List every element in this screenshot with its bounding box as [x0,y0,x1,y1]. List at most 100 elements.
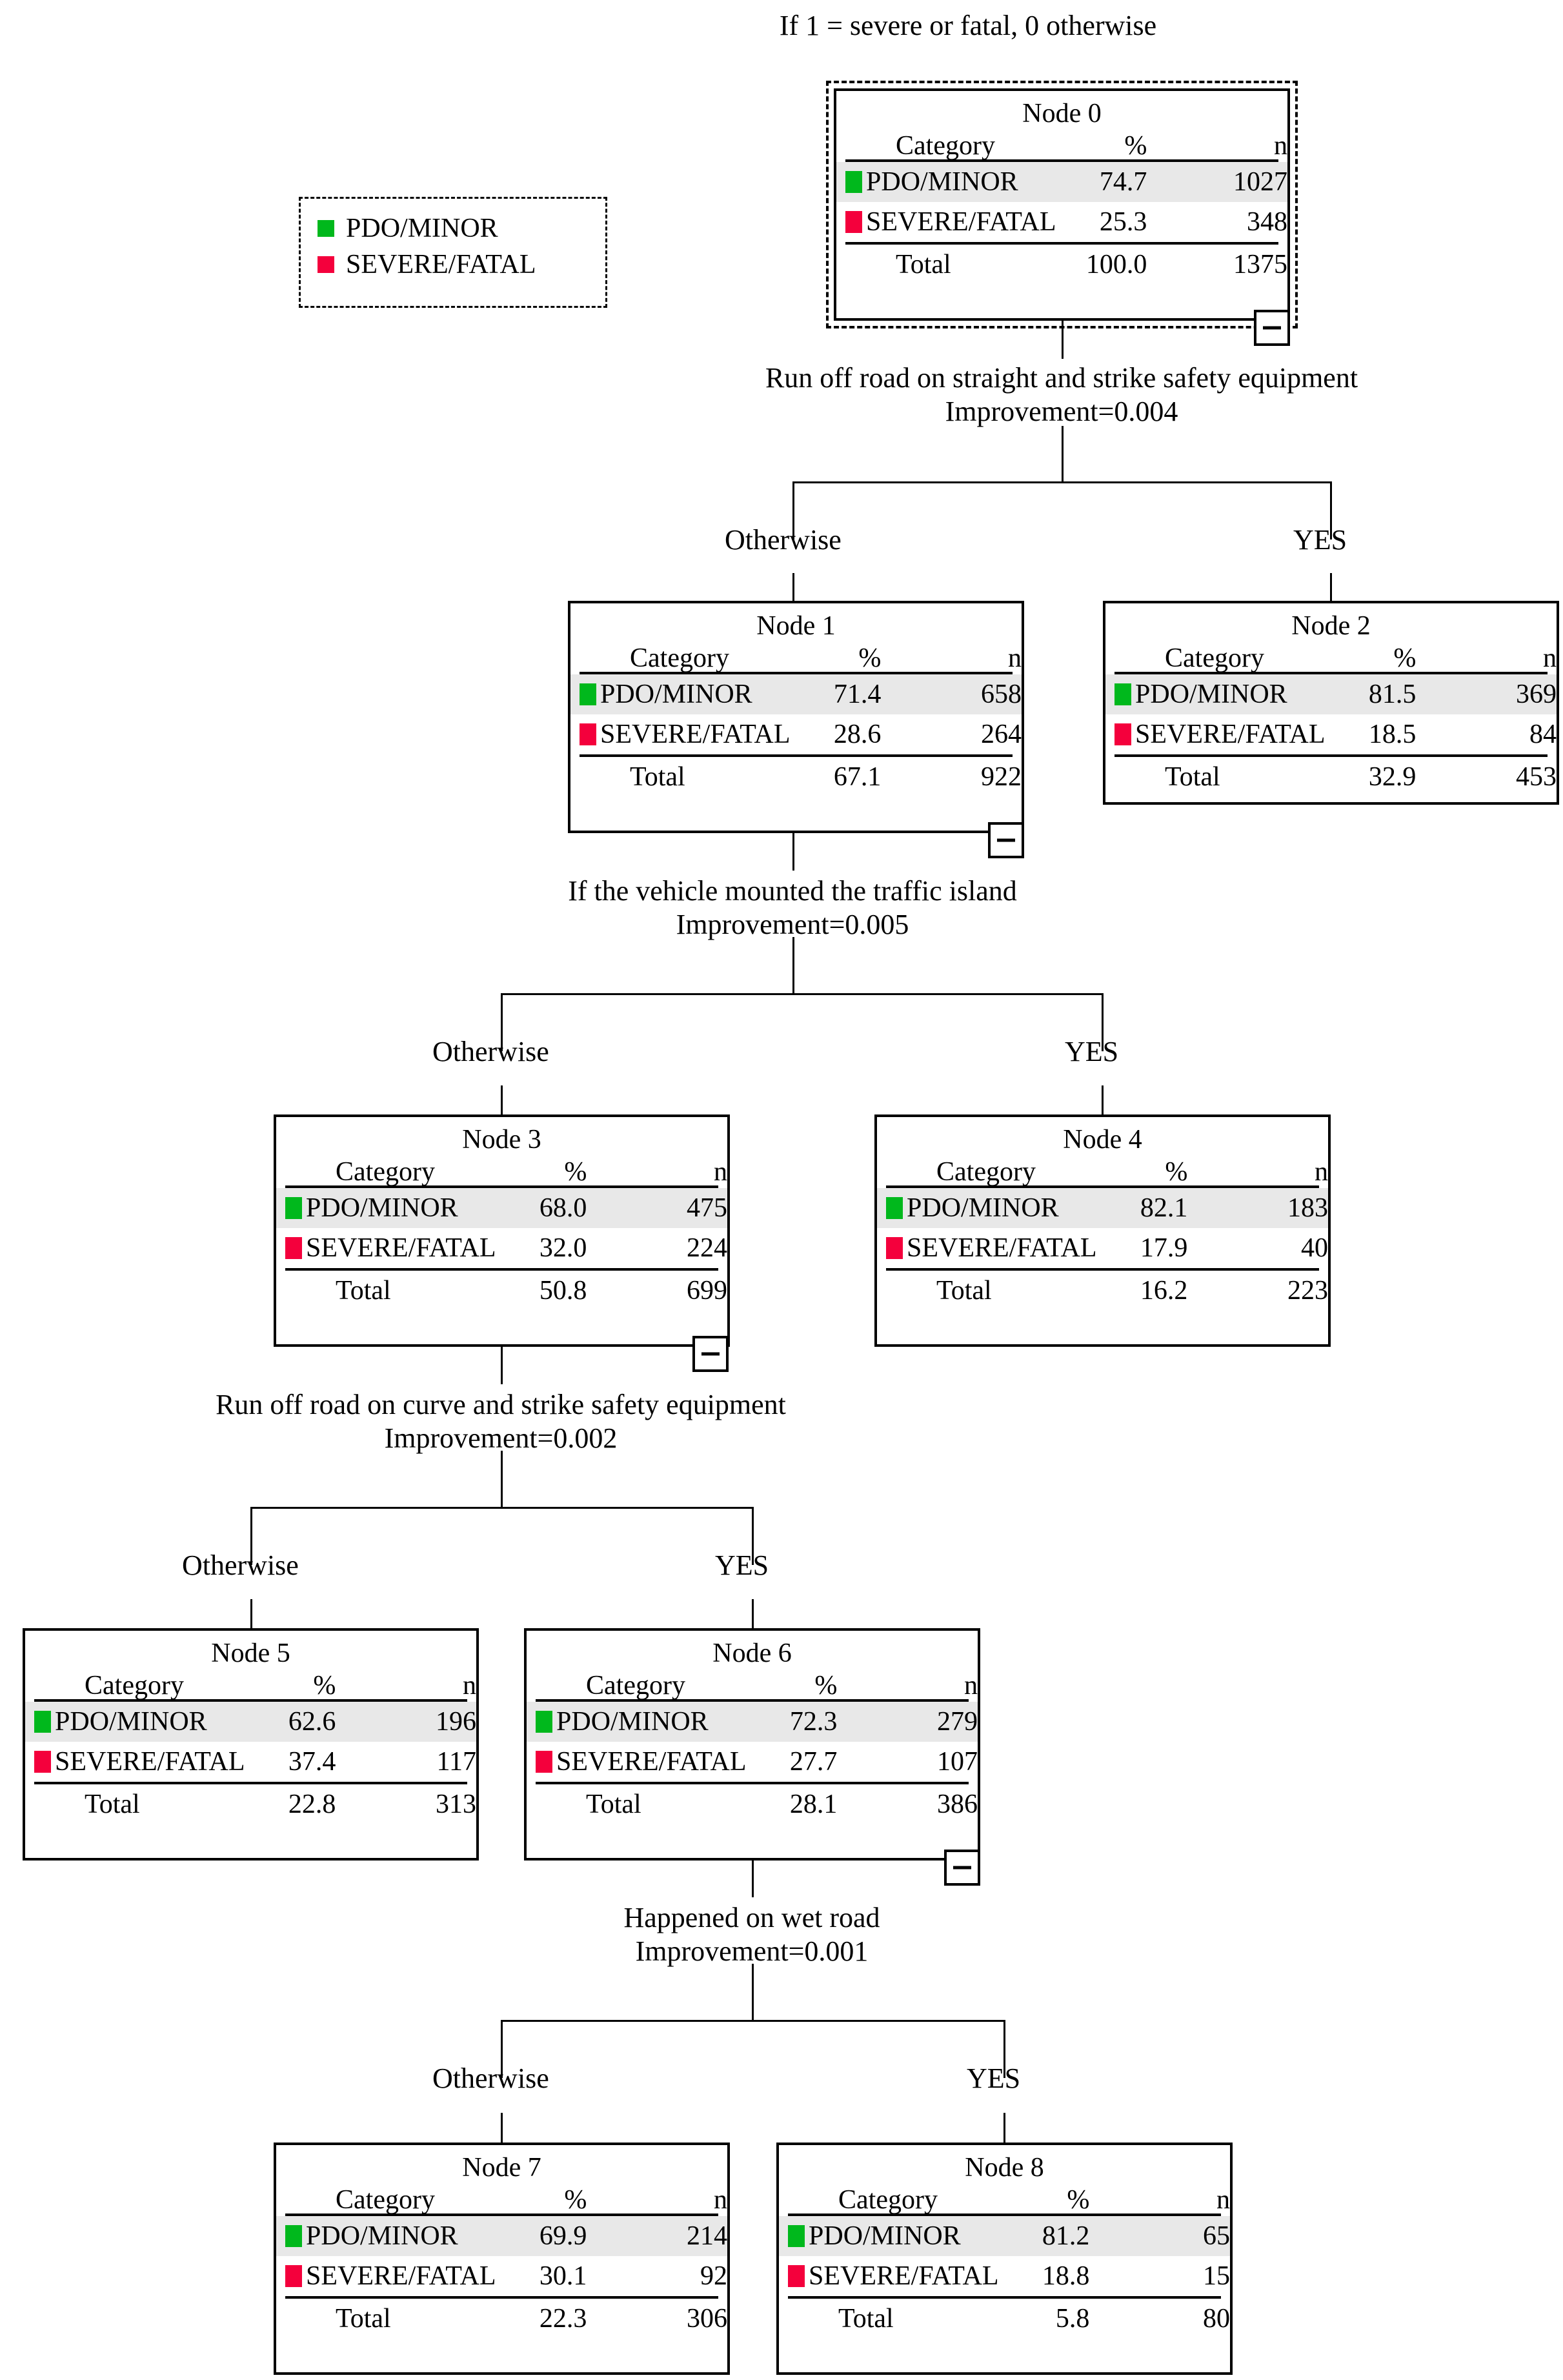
table-row: PDO/MINOR 72.3 279 [527,1702,978,1742]
node-box-0[interactable]: Node 0 Category % n PDO/MINOR 74.7 1027 … [826,81,1298,328]
node-box-4[interactable]: Node 4 Category % n PDO/MINOR 82.1 183 S… [874,1114,1331,1347]
collapse-button-node6[interactable] [944,1850,980,1886]
cell-category: SEVERE/FATAL [809,2261,999,2291]
cell-total-label: Total [336,2304,391,2334]
collapse-button-node0[interactable] [1254,310,1290,346]
cell-n: 279 [837,1702,978,1742]
cell-total-n: 80 [1203,2304,1230,2334]
col-header-n: n [1008,643,1022,673]
cell-pct: 69.9 [446,2216,587,2256]
swatch-red-icon [34,1751,51,1773]
table-row: SEVERE/FATAL 37.4 117 [25,1742,476,1782]
node-title: Node 1 [756,611,836,641]
cell-total-label: Total [586,1790,641,1819]
node-box-3[interactable]: Node 3 Category % n PDO/MINOR 68.0 475 S… [274,1114,730,1347]
table-row-total: Total 5.8 80 [779,2299,1230,2339]
col-header-pct: % [313,1671,336,1700]
split-variable: Run off road on curve and strike safety … [216,1389,786,1420]
cell-pct: 72.3 [696,1702,838,1742]
node-title: Node 7 [462,2153,541,2183]
col-header-category: Category [85,1671,184,1700]
connector-node6-entry [752,1599,754,1631]
branch-label-otherwise-1: Otherwise [432,1036,549,1067]
swatch-green-icon [1114,683,1131,705]
col-header-n: n [463,1671,476,1700]
cell-n: 196 [336,1702,476,1742]
cell-total-n: 1375 [1233,250,1287,279]
cell-total-label: Total [336,1276,391,1306]
branch-label-otherwise-2: Otherwise [182,1549,299,1581]
col-header-pct: % [814,1671,838,1700]
cell-pct: 74.7 [1006,162,1147,202]
connector-to-node3 [501,993,503,1051]
cell-n: 369 [1416,674,1557,714]
branch-label-yes-3: YES [967,2062,1021,2094]
col-header-category: Category [936,1157,1036,1187]
cell-pct: 27.7 [789,1747,838,1777]
col-header-n: n [1315,1157,1328,1187]
swatch-red-icon [1114,723,1131,745]
node-box-2[interactable]: Node 2 Category % n PDO/MINOR 81.5 369 S… [1103,601,1559,805]
cell-total-pct: 100.0 [1085,250,1147,279]
collapse-button-node1[interactable] [988,822,1024,858]
col-header-pct: % [1067,2185,1090,2215]
col-header-n: n [964,1671,978,1700]
cell-pct: 82.1 [1047,1188,1188,1228]
connector-split1-stem [792,937,794,994]
cell-total-pct: 22.8 [288,1790,336,1819]
cell-n: 65 [1089,2216,1230,2256]
cell-total-label: Total [838,2304,894,2334]
legend: PDO/MINOR SEVERE/FATAL [299,197,607,308]
cell-n: 348 [1247,207,1287,237]
table-row: PDO/MINOR 74.7 1027 [836,162,1287,202]
connector-to-node1 [792,481,794,540]
cell-n: 658 [881,674,1022,714]
legend-item-severe-fatal: SEVERE/FATAL [318,247,589,283]
split-improvement: Improvement=0.004 [945,395,1178,427]
swatch-green-icon [285,1197,302,1219]
cell-n: 40 [1301,1233,1328,1263]
node-box-5[interactable]: Node 5 Category % n PDO/MINOR 62.6 196 S… [23,1628,479,1861]
cell-n: 264 [981,720,1022,749]
table-row-total: Total 67.1 922 [570,757,1022,797]
table-row: SEVERE/FATAL 27.7 107 [527,1742,978,1782]
cell-total-label: Total [896,250,951,279]
node-box-1[interactable]: Node 1 Category % n PDO/MINOR 71.4 658 S… [568,601,1024,833]
table-row: SEVERE/FATAL 32.0 224 [276,1228,727,1268]
cell-pct: 17.9 [1140,1233,1188,1263]
cell-total-n: 453 [1516,762,1557,792]
cell-category: SEVERE/FATAL [55,1747,245,1777]
cell-category: SEVERE/FATAL [306,1233,496,1263]
split-improvement: Improvement=0.002 [384,1422,618,1454]
connector-node5-entry [250,1599,252,1631]
cell-n: 214 [587,2216,727,2256]
cell-total-label: Total [85,1790,140,1819]
cell-n: 15 [1203,2261,1230,2291]
col-header-category: Category [336,2185,435,2215]
cell-total-pct: 32.9 [1368,762,1417,792]
col-header-n: n [1216,2185,1230,2215]
col-header-n: n [1543,643,1557,673]
connector-node2-entry [1330,573,1332,604]
connector-split1-bar [501,993,1104,995]
cell-total-label: Total [936,1276,992,1306]
legend-label: SEVERE/FATAL [346,250,536,279]
swatch-red-icon [285,1237,302,1259]
cell-n: 224 [687,1233,727,1263]
page-title: If 1 = severe or fatal, 0 otherwise [779,10,1157,41]
table-row: SEVERE/FATAL 28.6 264 [570,714,1022,754]
collapse-button-node3[interactable] [692,1336,729,1372]
swatch-red-icon [886,1237,903,1259]
node-box-6[interactable]: Node 6 Category % n PDO/MINOR 72.3 279 S… [524,1628,980,1861]
node-title: Node 5 [211,1639,290,1668]
table-row: PDO/MINOR 62.6 196 [25,1702,476,1742]
node-box-7[interactable]: Node 7 Category % n PDO/MINOR 69.9 214 S… [274,2143,730,2375]
swatch-green-icon [580,683,596,705]
cell-total-label: Total [1165,762,1220,792]
table-row-total: Total 100.0 1375 [836,245,1287,285]
node-box-8[interactable]: Node 8 Category % n PDO/MINOR 81.2 65 SE… [776,2143,1233,2375]
cell-total-n: 699 [687,1276,727,1306]
table-row: SEVERE/FATAL 30.1 92 [276,2256,727,2296]
col-header-category: Category [896,131,995,161]
cell-pct: 32.0 [539,1233,587,1263]
